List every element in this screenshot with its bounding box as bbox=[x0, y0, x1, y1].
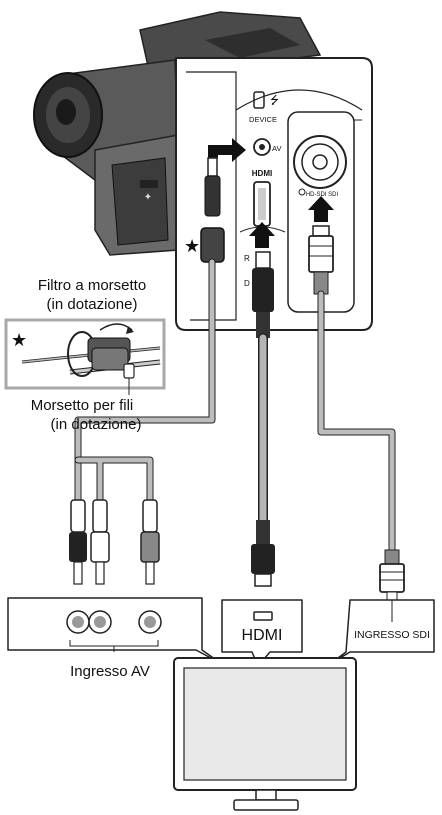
sdi-input-label: INGRESSO SDI bbox=[354, 629, 430, 641]
bnc-plug-tv-side bbox=[379, 549, 405, 601]
hdmi-input-bubble: HDMI bbox=[221, 599, 303, 667]
partial-label-d: D bbox=[244, 279, 250, 288]
ferrite-core bbox=[200, 227, 225, 263]
device-port-label: DEVICE bbox=[249, 115, 277, 124]
hdmi-plug-tv-side bbox=[251, 520, 275, 587]
rca-plugs bbox=[69, 499, 160, 585]
camera-side-plugs bbox=[200, 157, 334, 338]
hdmi-input-label: HDMI bbox=[242, 627, 283, 644]
usb-symbol-icon: ⭍ bbox=[270, 94, 279, 107]
sdi-insert-arrow-icon bbox=[308, 196, 334, 222]
av-insert-arrow-icon bbox=[208, 138, 246, 162]
av-input-bubble: Ingresso AV bbox=[7, 597, 223, 680]
television bbox=[173, 657, 357, 811]
tv-hdmi-port-icon bbox=[253, 611, 273, 621]
tv-screen bbox=[183, 667, 347, 781]
cables bbox=[74, 258, 396, 554]
clamp-filter-inset: Filtro a morsetto (in dotazione) ★ Morse… bbox=[4, 277, 166, 433]
clamp-filter-label-line2: (in dotazione) bbox=[47, 296, 138, 313]
cable-clamp-label-line2: (in dotazione) bbox=[51, 416, 142, 433]
partial-label-r: R bbox=[244, 254, 250, 263]
av-input-label: Ingresso AV bbox=[70, 663, 150, 680]
hdmi-logo: HDMI bbox=[252, 169, 272, 178]
sdi-port-label: HD-SDI SDI bbox=[306, 192, 339, 198]
sdi-input-bubble: INGRESSO SDI bbox=[329, 599, 435, 665]
inset-star-icon: ★ bbox=[11, 330, 27, 350]
star-marker-icon: ★ bbox=[184, 236, 200, 256]
svg-text:✦: ✦ bbox=[144, 192, 152, 203]
av-port-label: AV bbox=[272, 144, 281, 153]
hdmi-insert-arrow-icon bbox=[249, 222, 275, 248]
usb-port-icon bbox=[253, 91, 265, 109]
cable-clamp-label-line1: Morsetto per fili bbox=[31, 397, 134, 414]
clamp-filter-label-line1: Filtro a morsetto bbox=[38, 277, 146, 294]
